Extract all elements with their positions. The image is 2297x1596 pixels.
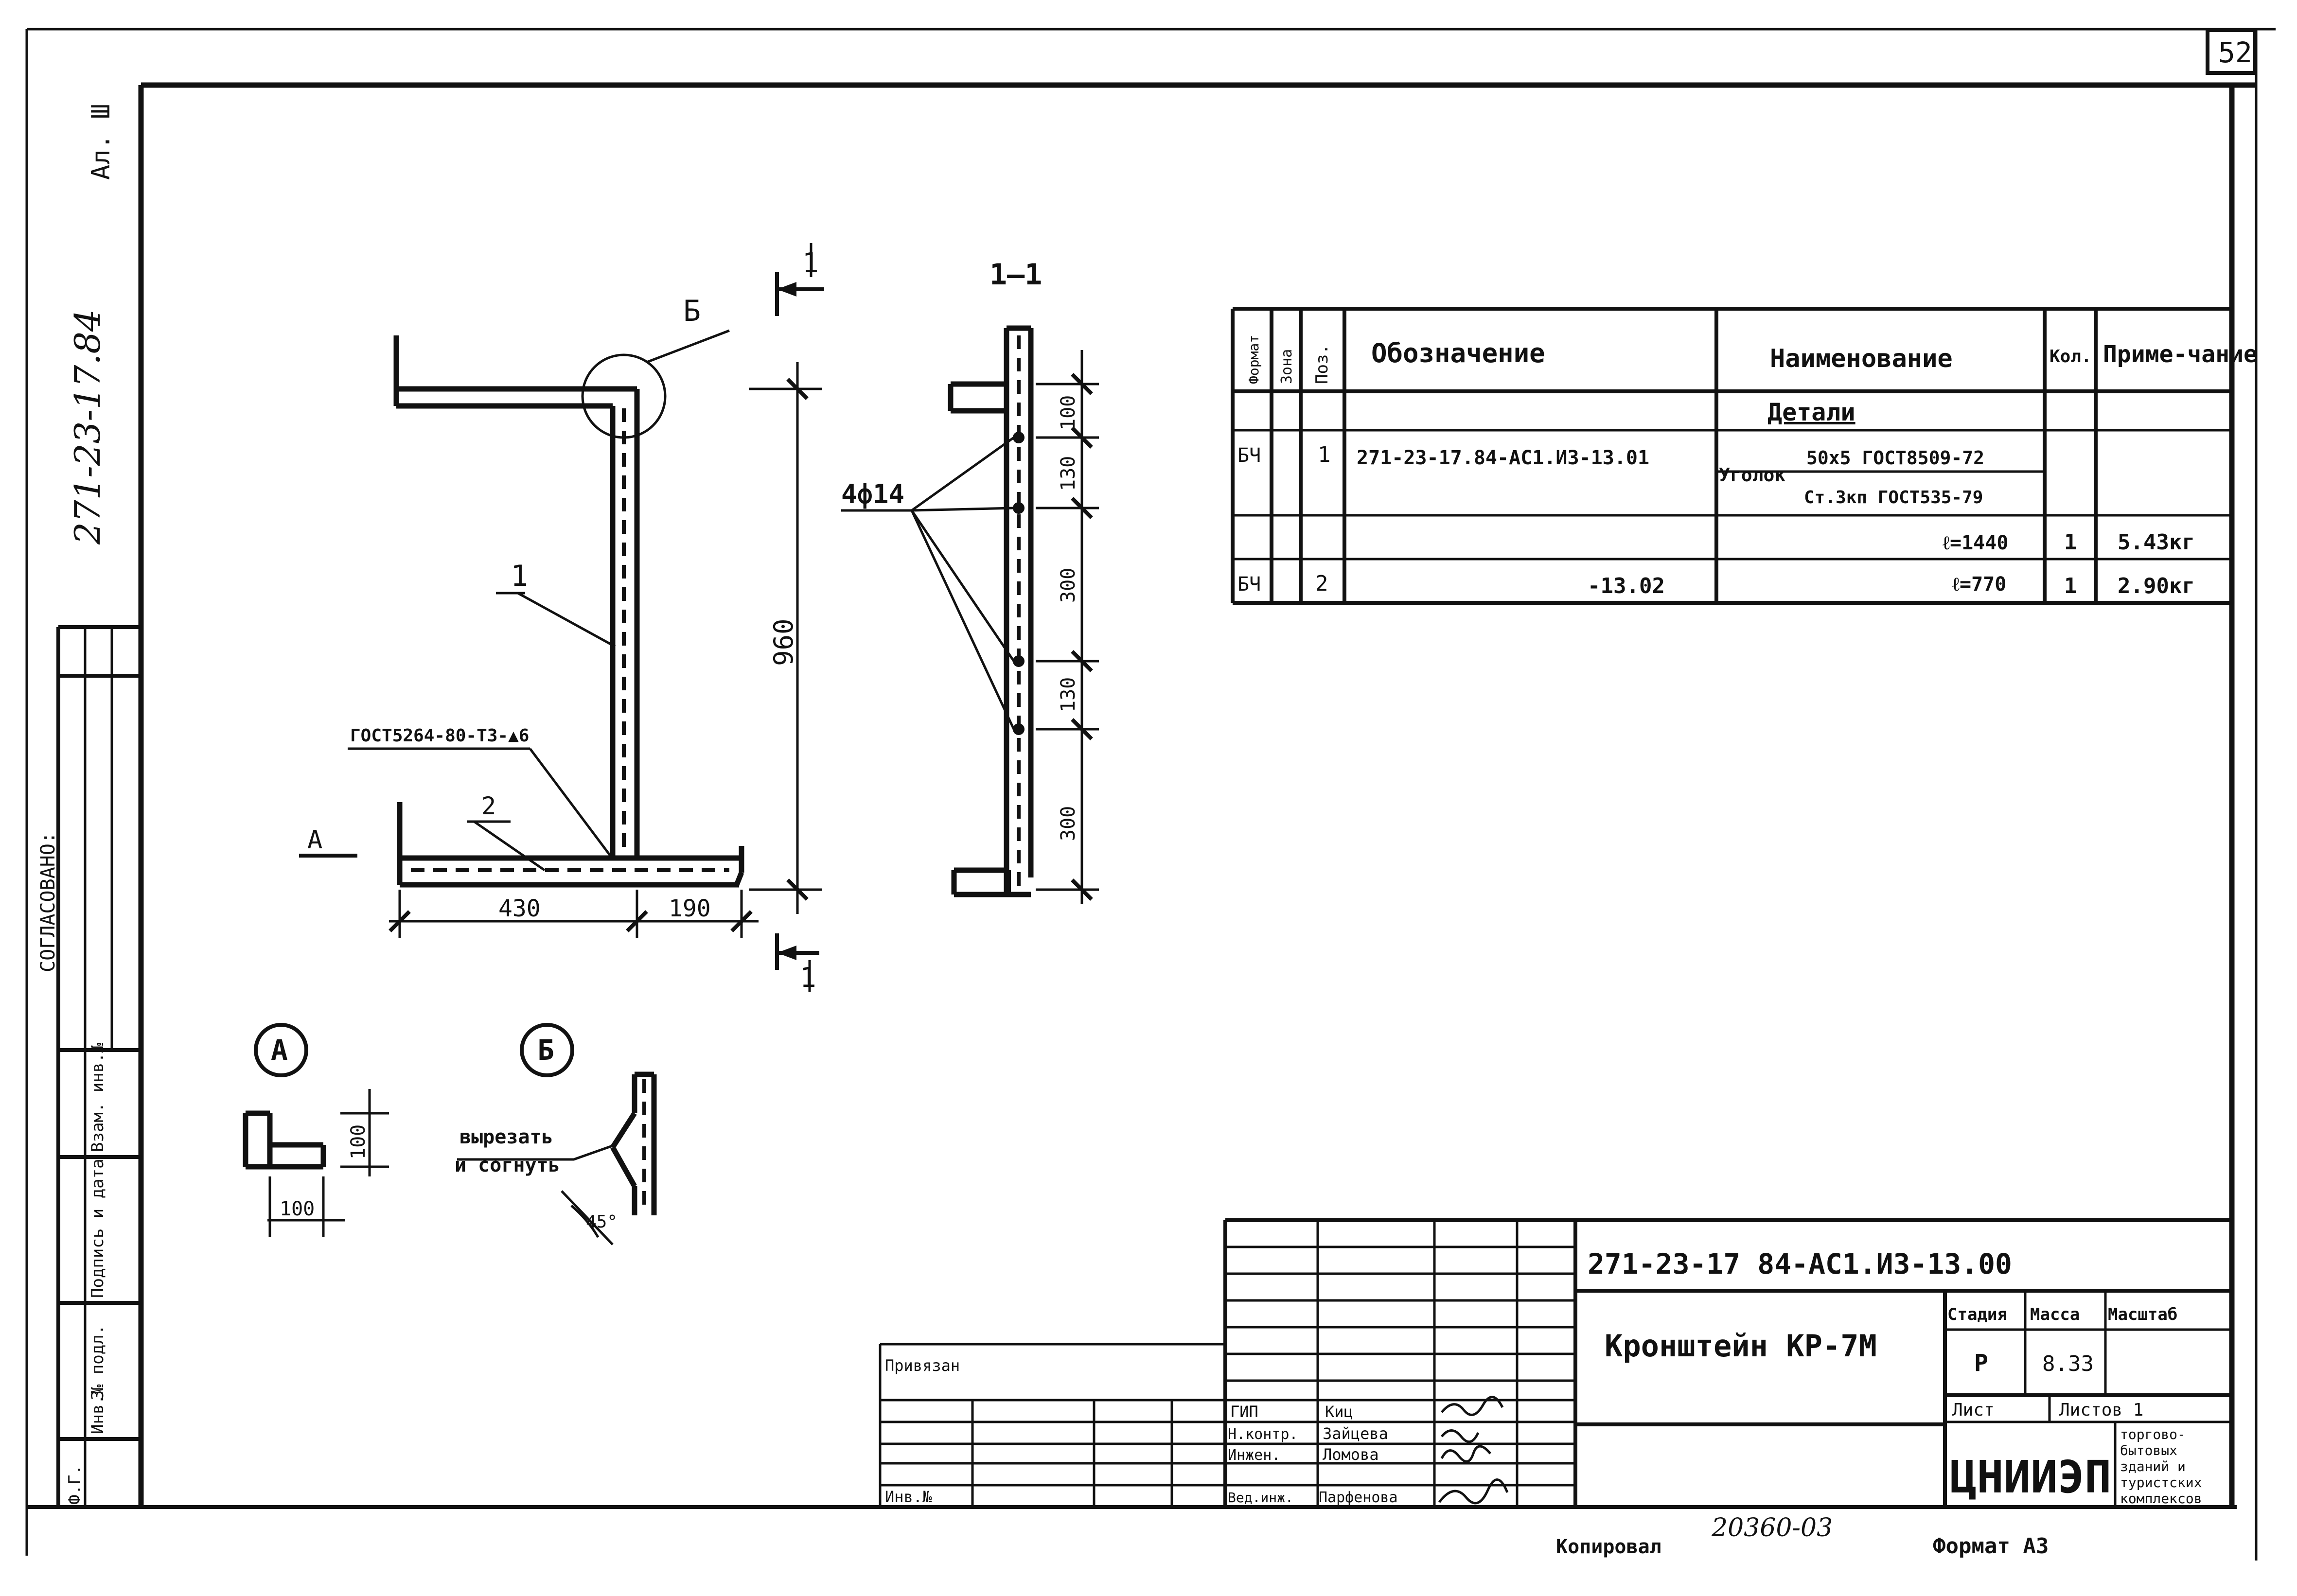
doc-number: 271-23-17 84-АС1.ИЗ-13.00 xyxy=(1588,1247,2012,1280)
weld-note: ГОСТ5264-80-Т3-▲6 xyxy=(350,726,529,746)
signatures xyxy=(1438,1396,1509,1505)
spec-header-name: Наименование xyxy=(1770,344,1953,373)
sheet-frame xyxy=(25,28,2276,1561)
org-text-5: комплексов xyxy=(2120,1491,2202,1507)
spec-row1-length: ℓ=1440 xyxy=(1943,532,2008,554)
bound-label: Привязан xyxy=(885,1356,960,1375)
side-code: 271-23-17.84 xyxy=(67,309,108,545)
section-dim-5: 300 xyxy=(1057,806,1079,841)
bracket-main-view xyxy=(299,243,824,992)
spec-row2-format: БЧ xyxy=(1237,573,1261,596)
part-1-label: 1 xyxy=(511,559,528,593)
doc-title: Кронштейн КР-7М xyxy=(1605,1328,1877,1364)
section-1-1-view xyxy=(841,325,1099,904)
detail-b-note-line2: и согнуть xyxy=(455,1154,560,1176)
section-dim-4: 130 xyxy=(1057,677,1079,712)
stamp-col-inv-orig: Инв.№ подл. xyxy=(88,1325,107,1434)
bottom-left-mark-1: Ф.Г. xyxy=(65,1465,85,1505)
detail-b-angle: 45° xyxy=(586,1212,618,1232)
bottom-left-mark-2: 3 xyxy=(88,1390,107,1400)
format-label: Формат А3 xyxy=(1933,1534,2049,1559)
spec-row1-name-bottom: Ст.3кп ГОСТ535-79 xyxy=(1804,488,1983,508)
role-4: Вед.инж. xyxy=(1228,1490,1293,1506)
copy-number: 20360-03 xyxy=(1711,1513,1833,1543)
spec-row1-format: БЧ xyxy=(1237,444,1261,467)
spec-header-format: Формат xyxy=(1246,335,1262,384)
page-number: 52 xyxy=(2218,36,2252,69)
spec-row2-designation: -13.02 xyxy=(1588,574,1665,598)
top-left-mark: Ал. Ш xyxy=(87,104,116,180)
spec-row1-note: 5.43кг xyxy=(2118,530,2195,555)
rebar-label: 4ф14 xyxy=(841,479,904,509)
section-mark-bottom: 1 xyxy=(800,962,816,994)
org-logo: ЦНИИЭП xyxy=(1950,1451,2111,1503)
mass-value: 8.33 xyxy=(2042,1351,2094,1376)
spec-row2-note: 2.90кг xyxy=(2118,574,2195,598)
role-1-name: Киц xyxy=(1325,1403,1353,1421)
section-mark-top: 1 xyxy=(802,247,819,279)
approval-stamp-grid xyxy=(56,625,141,1507)
stamp-col-replace-inv: Взам. инв.№ xyxy=(88,1042,107,1152)
dim-190: 190 xyxy=(669,895,711,922)
org-text-3: зданий и xyxy=(2120,1458,2186,1474)
spec-header-qty: Кол. xyxy=(2050,347,2092,367)
spec-row1-pos: 1 xyxy=(1318,442,1331,467)
inv-label: Инв.№ xyxy=(885,1488,932,1506)
detail-a-view xyxy=(243,1023,389,1237)
sheets-label: Листов 1 xyxy=(2059,1400,2143,1420)
spec-header-zone: Зона xyxy=(1278,349,1295,384)
spec-header-designation: Обозначение xyxy=(1371,338,1545,368)
part-2-label: 2 xyxy=(481,792,496,820)
sheet-label: Лист xyxy=(1952,1400,1995,1420)
spec-row2-pos: 2 xyxy=(1315,571,1328,596)
detail-b-note-line1: вырезать xyxy=(459,1126,553,1148)
scale-header: Масштаб xyxy=(2108,1305,2177,1324)
spec-row1-designation: 271-23-17.84-АС1.ИЗ-13.01 xyxy=(1357,447,1649,469)
mass-header: Масса xyxy=(2030,1305,2080,1324)
spec-row2-length: ℓ=770 xyxy=(1952,573,2006,596)
org-text-4: туристских xyxy=(2120,1474,2202,1491)
org-text-1: торгово- xyxy=(2120,1426,2186,1442)
dim-960: 960 xyxy=(768,618,799,666)
section-title: 1–1 xyxy=(989,258,1042,292)
detail-b-circle-label: Б xyxy=(537,1034,554,1067)
spec-row1-qty: 1 xyxy=(2064,530,2077,555)
spec-section-label: Детали xyxy=(1767,398,1855,426)
role-3-name: Ломова xyxy=(1323,1445,1379,1464)
spec-row1-name-top: 50х5 ГОСТ8509-72 xyxy=(1806,447,1984,469)
detail-a-dim-vertical: 100 xyxy=(347,1124,370,1159)
detail-a-circle-label: А xyxy=(271,1034,288,1067)
spec-row1-name-main: Уголок xyxy=(1719,464,1785,486)
title-block-grid xyxy=(879,1218,2232,1507)
stamp-col-sign-date: Подпись и дата xyxy=(88,1158,107,1298)
detail-b-view xyxy=(457,1023,657,1245)
org-text-2: бытовых xyxy=(2120,1442,2177,1458)
spec-row2-qty: 1 xyxy=(2064,574,2077,598)
detail-a-dim-horizontal: 100 xyxy=(280,1198,315,1220)
stage-value: Р xyxy=(1974,1350,1988,1377)
role-1: ГИП xyxy=(1230,1403,1258,1421)
dim-430: 430 xyxy=(498,895,541,922)
stage-header: Стадия xyxy=(1947,1305,2007,1324)
callout-a-label: А xyxy=(307,825,322,855)
approval-label: СОГЛАСОВАНО: xyxy=(37,832,59,972)
copied-label: Копировал xyxy=(1556,1536,1661,1558)
section-dim-2: 130 xyxy=(1057,456,1079,491)
callout-b-label: Б xyxy=(683,294,701,328)
section-dim-3: 300 xyxy=(1057,568,1079,603)
role-3: Инжен. xyxy=(1228,1447,1280,1464)
section-dim-1: 100 xyxy=(1057,395,1079,430)
role-2-name: Зайцева xyxy=(1323,1424,1388,1443)
role-4-name: Парфенова xyxy=(1319,1489,1398,1506)
spec-header-pos: Поз. xyxy=(1312,344,1332,384)
spec-header-note: Приме-чание xyxy=(2103,341,2258,368)
role-2: Н.контр. xyxy=(1228,1426,1298,1443)
spec-table-grid xyxy=(1231,307,2232,605)
